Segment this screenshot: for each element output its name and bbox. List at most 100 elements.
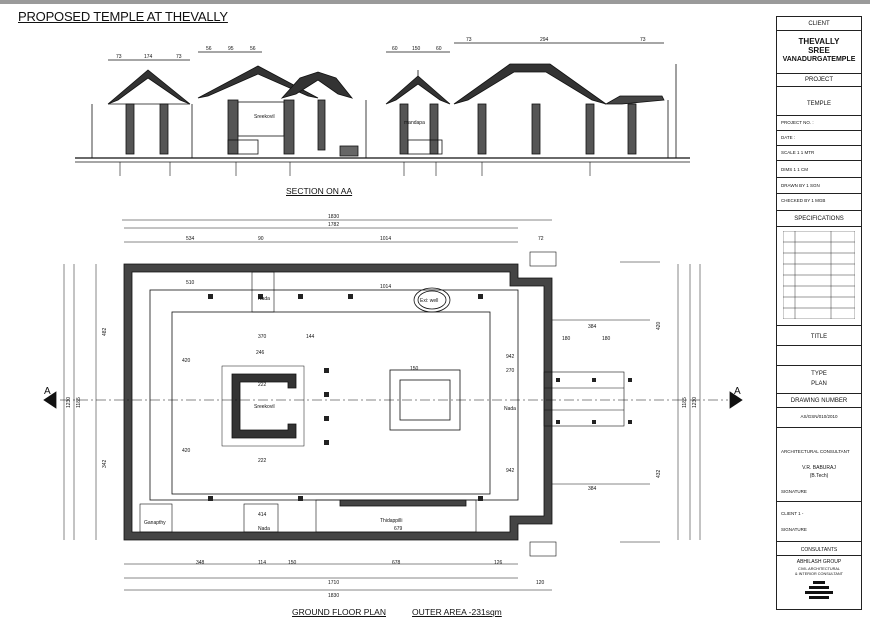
section-dim-6: 56 — [250, 46, 256, 52]
area-caption: OUTER AREA -231sqm — [412, 607, 502, 617]
plan-dim-370: 370 — [258, 334, 267, 340]
plan-caption: GROUND FLOOR PLAN — [292, 607, 386, 617]
plan-dim-90: 90 — [258, 236, 264, 242]
drawing-number-heading: DRAWING NUMBER — [790, 398, 848, 404]
section-mark-left: A — [44, 386, 51, 397]
plan-dim-510: 510 — [186, 280, 195, 286]
project-name: TEMPLE — [806, 101, 831, 107]
field-project-no: PROJECT NO. : — [781, 120, 814, 125]
architect-label: ARCHITECTURAL CONSULTANT — [781, 449, 850, 454]
section-dim-2: 174 — [144, 54, 153, 60]
plan-dim-1830-bottom: 1830 — [328, 593, 339, 599]
section-label-mandapa: mandapa — [404, 120, 425, 126]
plan-dim-482: 482 — [102, 327, 108, 336]
top-border — [0, 0, 870, 4]
field-scale: SCALE 1 1 MTR — [781, 150, 815, 155]
plan-dim-942-a: 942 — [506, 354, 515, 360]
plan-dim-1185-left: 1185 — [76, 397, 82, 408]
plan-dim-348: 348 — [196, 560, 205, 566]
section-dim-10: 73 — [466, 37, 472, 43]
title-heading: TITLE — [810, 334, 828, 340]
plan-dim-150-well: 150 — [410, 366, 419, 372]
plan-dim-180-a: 180 — [562, 336, 571, 342]
plan-dim-384-a: 384 — [588, 324, 597, 330]
section-dim-4: 56 — [206, 46, 212, 52]
signature-1: SIGNATURE — [781, 489, 807, 494]
plan-dim-420-a: 420 — [182, 358, 191, 364]
section-dim-8: 150 — [412, 46, 421, 52]
field-date: DATE : — [781, 135, 796, 140]
plan-dim-534: 534 — [186, 236, 195, 242]
section-dim-12: 73 — [640, 37, 646, 43]
plan-dim-1230-right: 1230 — [692, 397, 698, 408]
client-heading: CLIENT — [808, 21, 830, 27]
plan-label-thidappilli: Thidappilli — [380, 518, 403, 524]
plan-dim-1014-inner: 1014 — [380, 284, 391, 290]
plan-label-sreekovil: Sreekovil — [254, 404, 275, 410]
plan-dim-414: 414 — [258, 512, 267, 518]
specifications-heading: SPECIFICATIONS — [794, 216, 844, 222]
field-drawn-by: DRAWN BY 1 SGN — [781, 183, 820, 188]
floor-plan — [43, 219, 743, 591]
plan-dim-384-b: 384 — [588, 486, 597, 492]
plan-dim-342: 342 — [102, 459, 108, 468]
section-dim-3: 73 — [176, 54, 182, 60]
plan-dim-246: 246 — [256, 350, 265, 356]
section-dim-5: 95 — [228, 46, 234, 52]
plan-dim-1014: 1014 — [380, 236, 391, 242]
type-value: PLAN — [811, 381, 827, 387]
drawing-number: AS/GSN/010/2010 — [800, 414, 838, 419]
plan-dim-222-b: 222 — [258, 458, 267, 464]
architect-name: V.R. BABURAJ — [802, 465, 836, 471]
section-dim-11: 294 — [540, 37, 549, 43]
plan-label-ganapthy: Ganapthy — [144, 520, 166, 526]
plan-dim-420-right: 420 — [656, 321, 662, 330]
section-drawing — [75, 42, 690, 176]
sheet-title: PROPOSED TEMPLE AT THEVALLY — [18, 9, 228, 24]
section-mark-right: A — [734, 386, 741, 397]
plan-dim-72: 72 — [538, 236, 544, 242]
plan-label-nada-top: Nada — [258, 296, 270, 302]
plan-dim-180-b: 180 — [602, 336, 611, 342]
plan-dim-150: 150 — [288, 560, 297, 566]
plan-dim-420-b: 420 — [182, 448, 191, 454]
client-name-2: SREE — [808, 46, 830, 55]
plan-dim-222-a: 222 — [258, 382, 267, 388]
section-dim-9: 60 — [436, 46, 442, 52]
plan-dim-114: 114 — [258, 560, 266, 566]
plan-dim-120: 120 — [536, 580, 545, 586]
title-block: CLIENT THEVALLY SREE VANADURGATEMPLE PRO… — [776, 16, 862, 610]
project-heading: PROJECT — [804, 77, 833, 83]
plan-dim-270: 270 — [506, 368, 515, 374]
plan-dim-inner: 1782 — [328, 222, 339, 228]
plan-dim-1230-left: 1230 — [66, 397, 72, 408]
consultants-heading: CONSULTANTS — [800, 547, 838, 553]
client-sign: CLIENT 1 - — [781, 511, 804, 516]
specifications-grid — [783, 231, 855, 319]
type-heading: TYPE — [811, 371, 827, 377]
field-checked-by: CHECKED BY 1 MGB — [781, 198, 826, 203]
architect-degree: (B.Tech) — [809, 473, 829, 479]
field-dims: DIMS 1 1 CM — [781, 167, 809, 172]
consultants-name: ABHILASH GROUP — [796, 559, 842, 565]
client-name-1: THEVALLY — [798, 37, 840, 46]
section-dim-7: 60 — [392, 46, 398, 52]
plan-dim-1710: 1710 — [328, 580, 339, 586]
plan-dim-679: 679 — [394, 526, 403, 532]
plan-label-nada-right: Nada — [504, 406, 516, 412]
section-caption: SECTION ON AA — [286, 186, 353, 196]
plan-dim-678: 678 — [392, 560, 401, 566]
plan-dim-144: 144 — [306, 334, 315, 340]
client-name-3: VANADURGATEMPLE — [782, 56, 856, 63]
plan-label-nada-bottom: Nada — [258, 526, 270, 532]
consultants-line-1: CIVIL ARCHITECTURAL — [797, 567, 841, 571]
plan-dim-432-right: 432 — [656, 469, 662, 478]
section-label-sreekovil: Sreekovil — [254, 114, 275, 120]
plan-dim-overall: 1830 — [328, 214, 339, 220]
plan-dim-126: 126 — [494, 560, 503, 566]
consultants-line-2: & INTERIOR CONSULTANT — [795, 572, 843, 576]
consultants-logo — [805, 581, 833, 599]
signature-2: SIGNATURE — [781, 527, 807, 532]
plan-dim-1185-right: 1185 — [682, 397, 688, 408]
